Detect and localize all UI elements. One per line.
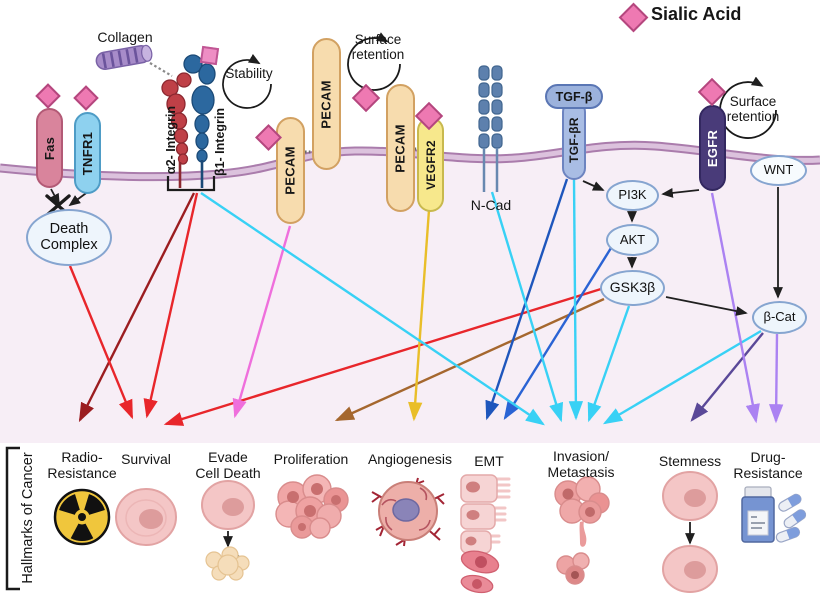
hallmark-survival-label: Survival — [121, 451, 171, 467]
arrow-tgfbr-to-pi3k — [582, 180, 605, 191]
bcat-label: β-Cat — [763, 309, 796, 325]
pecam-right-receptor: PECAM — [386, 84, 415, 212]
alpha2-integrin-chain — [161, 72, 192, 165]
wnt-label: WNT — [763, 162, 794, 178]
beta1-integrin-chain — [183, 54, 216, 163]
tgfb-label: TGF-β — [555, 89, 593, 104]
death-complex-label: Death Complex — [40, 220, 98, 253]
surface-retention-pecam-label: Surface retention — [351, 32, 405, 63]
hallmark-radio-resistance-label: Radio- Resistance — [47, 449, 117, 481]
wnt-node: WNT — [750, 155, 807, 186]
arrow-integrin-to-radioresistance — [78, 192, 196, 423]
hallmark-stemness-label: Stemness — [658, 453, 722, 469]
arrow-tgfbr-to-invasion — [568, 178, 584, 421]
akt-node: AKT — [606, 224, 659, 256]
hallmarks-bracket — [5, 446, 20, 591]
arrow-integrin-to-invasion — [200, 192, 545, 426]
arrow-deathcomplex-to-survival — [68, 265, 134, 420]
stemness-icon — [662, 471, 718, 593]
arrow-gsk3b-to-proliferation — [334, 297, 605, 422]
hallmark-invasion-metastasis-label: Invasion/ Metastasis — [547, 448, 615, 480]
stability-cycle-arrow — [222, 53, 272, 109]
n-cad-chains — [478, 65, 503, 192]
tgfbr-receptor: TGF-βR — [562, 100, 586, 180]
drug-resistance-icon — [741, 486, 807, 543]
death-complex-node: Death Complex — [26, 209, 112, 266]
arrow-ncad-to-invasion — [490, 191, 564, 423]
stability-label: Stability — [225, 66, 273, 81]
radiation-icon — [53, 488, 111, 546]
emt-icon — [460, 474, 511, 594]
integrin-bracket — [166, 176, 216, 192]
pi3k-label: PI3K — [618, 187, 647, 203]
pecam-left-label: PECAM — [283, 146, 299, 195]
egfr-receptor: EGFR — [699, 105, 726, 191]
invasion-metastasis-icon — [554, 476, 610, 585]
beta1-integrin-label: β1- Integrin — [213, 107, 227, 177]
tgfb-ligand: TGF-β — [545, 84, 603, 109]
egfr-label: EGFR — [705, 129, 720, 167]
collagen-fiber — [95, 44, 153, 70]
surface-retention-egfr-label: Surface retention — [726, 94, 780, 125]
arrow-pecam-to-evadecelldeath — [232, 225, 292, 419]
pecam-left-receptor: PECAM — [276, 117, 305, 224]
vegfr2-label: VEGFR2 — [423, 139, 438, 190]
ncad-label: N-Cad — [470, 197, 512, 213]
hallmark-evade-cell-death-label: Evade Cell Death — [195, 449, 261, 481]
arrow-akt-to-emt — [503, 247, 613, 421]
pecam-right-label: PECAM — [393, 123, 409, 173]
capsule-pills — [775, 493, 807, 543]
pecam-top-receptor: PECAM — [312, 38, 341, 170]
surface-retention-cycle-arrow-pecam — [347, 32, 401, 91]
tgfbr-label: TGF-βR — [567, 117, 581, 163]
hallmark-angiogenesis-label: Angiogenesis — [367, 451, 453, 467]
arrow-gsk3b-to-bcat — [665, 296, 748, 316]
arrow-vegfr2-to-angiogenesis — [408, 209, 431, 422]
collagen-integrin-link — [149, 62, 173, 77]
hallmark-proliferation-label: Proliferation — [273, 451, 349, 467]
arrow-integrin-to-survival — [143, 192, 199, 419]
pecam-top-label: PECAM — [319, 79, 335, 129]
hallmark-emt-label: EMT — [474, 453, 504, 469]
fas-receptor: Fas — [36, 108, 63, 188]
fas-label: Fas — [42, 136, 57, 160]
arrow-bcat-to-drugresistance — [768, 333, 784, 424]
legend-sialic-acid-label: Sialic Acid — [651, 4, 742, 24]
akt-label: AKT — [619, 231, 646, 247]
gsk3b-node: GSK3β — [600, 270, 665, 306]
vegfr2-receptor: VEGFR2 — [417, 117, 444, 212]
gsk3b-label: GSK3β — [609, 279, 656, 296]
arrow-gsk3b-to-invasion — [587, 305, 631, 423]
hallmark-drug-resistance-label: Drug- Resistance — [733, 449, 803, 481]
bcat-node: β-Cat — [752, 301, 807, 334]
alpha2-integrin-label: α2- Integrin — [164, 105, 178, 175]
tnfr1-receptor: TNFR1 — [74, 112, 101, 194]
arrow-bcat-to-invasion — [602, 329, 762, 425]
hallmarks-axis-label: Hallmarks of Cancer — [20, 452, 36, 584]
arrow-fas-to-deathcomplex — [49, 188, 60, 206]
survival-cell-icon — [115, 488, 177, 546]
arrow-egfr-to-drugresistance — [710, 192, 760, 424]
collagen-label: Collagen — [97, 29, 153, 45]
arrow-tgfbr-to-emt — [485, 178, 569, 421]
arrow-egfr-to-pi3k — [661, 187, 700, 198]
integrin-sialic-acid-square-icon — [199, 45, 220, 66]
proliferation-icon — [275, 474, 349, 539]
arrow-bcat-to-stemness — [690, 332, 764, 422]
tnfr1-label: TNFR1 — [80, 131, 96, 175]
cytoplasm — [0, 145, 820, 444]
angiogenesis-icon — [371, 477, 445, 547]
pi3k-node: PI3K — [606, 180, 659, 211]
evade-cell-death-icon — [201, 480, 255, 581]
